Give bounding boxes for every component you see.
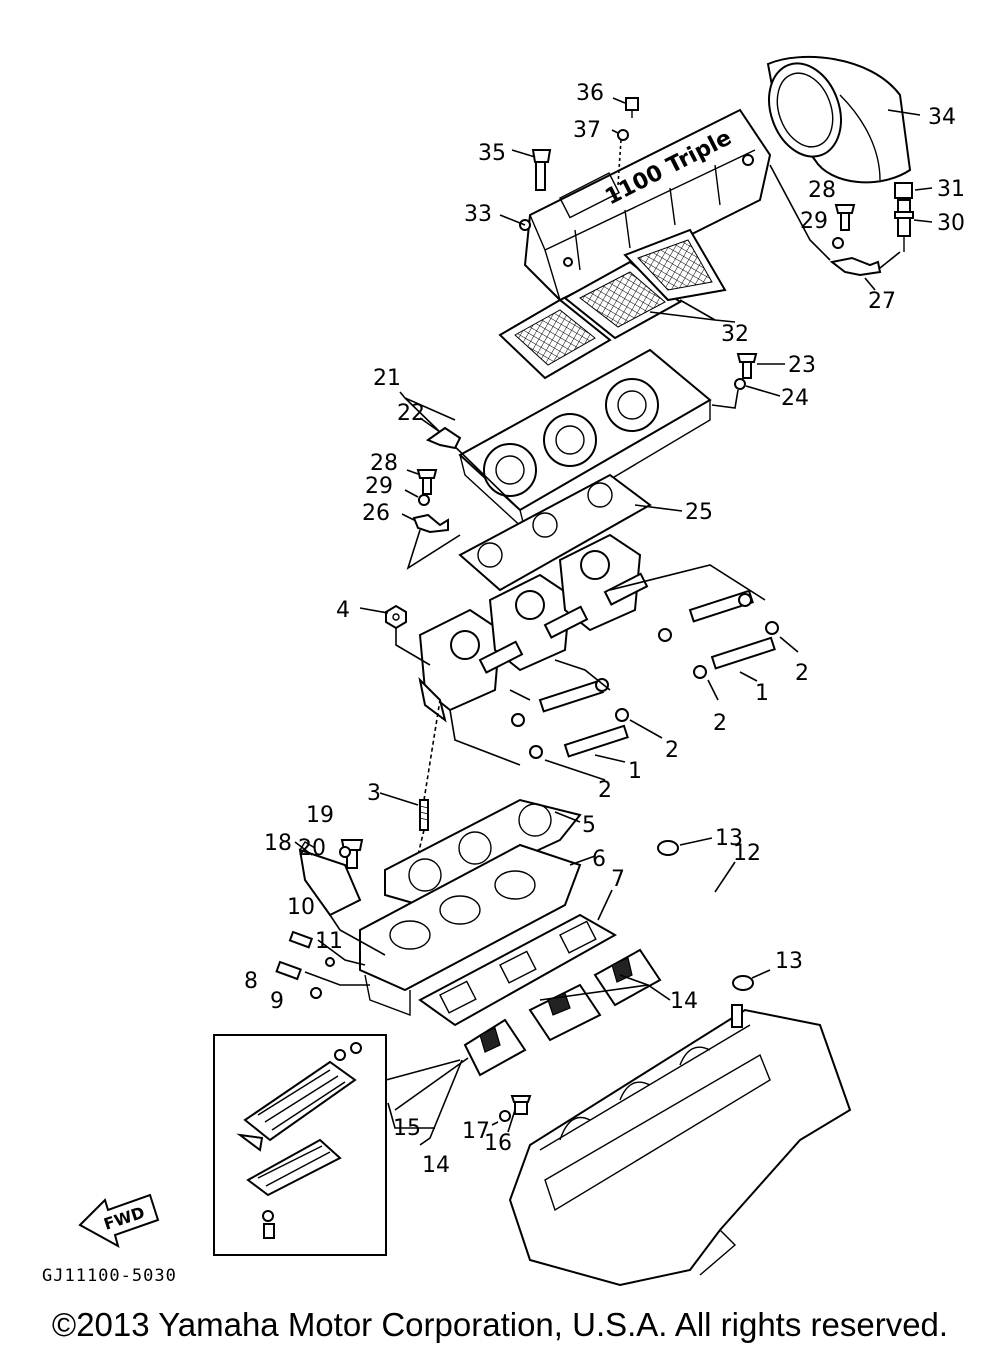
label-32: 32 (721, 322, 749, 347)
label-20: 20 (298, 836, 326, 861)
hose-clamps (511, 593, 779, 759)
label-8: 8 (244, 969, 258, 994)
label-19: 19 (306, 803, 334, 828)
label-2b: 2 (713, 711, 727, 736)
label-23: 23 (788, 353, 816, 378)
label-16: 16 (484, 1131, 512, 1156)
filter-elements (498, 228, 727, 380)
label-9: 9 (270, 989, 284, 1014)
carb-gasket (384, 798, 582, 907)
label-13b: 13 (775, 949, 803, 974)
label-28b: 28 (370, 451, 398, 476)
label-5: 5 (582, 813, 596, 838)
vent-hose (652, 850, 744, 982)
washer-20 (339, 846, 351, 858)
reed-valve-detail-inset (213, 1034, 387, 1256)
sensor-30 (894, 199, 914, 252)
bolt-28-upper (834, 204, 856, 231)
washer-29-upper (832, 237, 844, 249)
bolt-23 (736, 353, 758, 379)
label-27: 27 (868, 289, 896, 314)
fuel-hoses (538, 589, 776, 758)
stud-3 (419, 799, 429, 831)
intake-flange (458, 348, 712, 533)
label-15: 15 (393, 1116, 421, 1141)
label-6: 6 (592, 847, 606, 872)
label-13a: 13 (715, 826, 743, 851)
label-4: 4 (336, 598, 350, 623)
label-36: 36 (576, 81, 604, 106)
washer-11 (325, 957, 335, 967)
label-31: 31 (937, 177, 965, 202)
label-29b: 29 (365, 474, 393, 499)
label-33: 33 (464, 202, 492, 227)
washer-24 (734, 378, 746, 390)
label-30: 30 (937, 211, 965, 236)
label-17: 17 (462, 1119, 490, 1144)
label-2c: 2 (665, 738, 679, 763)
label-1a: 1 (755, 681, 769, 706)
label-35: 35 (478, 141, 506, 166)
label-28a: 28 (808, 178, 836, 203)
part-labels: 1 1 2 2 2 2 3 4 5 6 7 8 9 10 11 12 13 13… (244, 81, 965, 1178)
nut-4 (385, 604, 407, 630)
bolt-35 (531, 149, 552, 191)
copyright-notice: ©2013 Yamaha Motor Corporation, U.S.A. A… (51, 1306, 949, 1343)
intake-duct (766, 55, 912, 184)
flange-gasket (458, 473, 652, 592)
label-21: 21 (373, 366, 401, 391)
label-25: 25 (685, 500, 713, 525)
reed-gasket (418, 913, 618, 1027)
washer-29-lower (418, 494, 430, 506)
label-2a: 2 (795, 661, 809, 686)
label-1b: 1 (628, 759, 642, 784)
label-26: 26 (362, 501, 390, 526)
bracket-26 (412, 513, 449, 534)
diagram-reference-code: GJ11100-5030 (42, 1266, 177, 1286)
washer-9 (310, 987, 322, 999)
label-2d: 2 (598, 778, 612, 803)
clamp-13b (732, 975, 754, 991)
label-22: 22 (397, 401, 425, 426)
label-24: 24 (781, 386, 809, 411)
label-29a: 29 (800, 209, 828, 234)
label-34: 34 (928, 105, 956, 130)
label-12: 12 (733, 841, 761, 866)
label-18: 18 (264, 831, 292, 856)
label-14b: 14 (422, 1153, 450, 1178)
label-10: 10 (287, 895, 315, 920)
label-14a: 14 (670, 989, 698, 1014)
bolt-10 (288, 930, 314, 949)
washer-17 (499, 1110, 511, 1122)
intake-manifold (359, 843, 582, 1017)
label-7: 7 (611, 867, 625, 892)
cap-31 (894, 182, 913, 199)
bolt-16 (510, 1095, 532, 1115)
label-11: 11 (315, 929, 343, 954)
elbow-fitting (425, 426, 462, 450)
bracket-27 (829, 256, 882, 277)
oring-37 (617, 129, 629, 141)
crankcase (508, 1004, 852, 1287)
intake-cover: 1100 Triple (519, 108, 772, 302)
cap-36 (625, 97, 639, 118)
carburetor-assembly (418, 533, 649, 723)
bolt-28-lower (416, 469, 438, 495)
clamp-13a (657, 840, 679, 856)
label-3: 3 (367, 781, 381, 806)
forward-direction-arrow: FWD (78, 1193, 160, 1249)
bolt-8 (275, 960, 302, 981)
label-37: 37 (573, 118, 601, 143)
